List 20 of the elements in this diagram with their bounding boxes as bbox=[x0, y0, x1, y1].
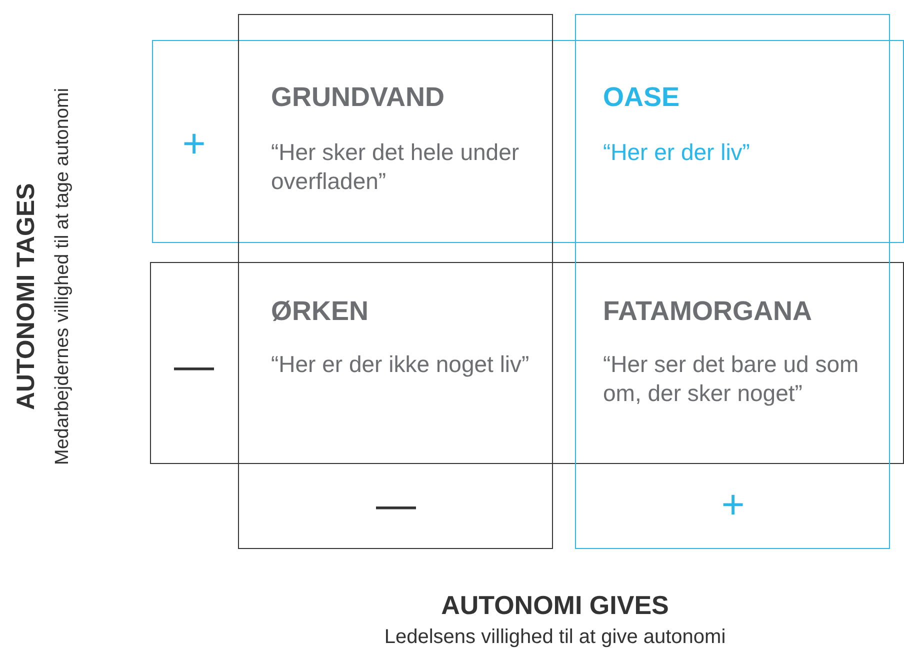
axis-subtitle: Ledelsens villighed til at give autonomi bbox=[384, 626, 726, 649]
quadrant-quote: “Her ser det bare ud som om, der sker noget” bbox=[603, 350, 860, 408]
axis-title: AUTONOMI TAGES bbox=[12, 183, 41, 410]
quadrant-quote: “Her sker det hele under overfladen” bbox=[271, 138, 520, 196]
quadrant-heading: GRUNDVAND bbox=[271, 82, 444, 113]
plus-sign: + bbox=[182, 124, 206, 164]
plus-sign: + bbox=[721, 485, 745, 525]
axis-subtitle: Medarbejdernes villighed til at tage autonomi bbox=[52, 88, 74, 465]
row-band bbox=[152, 40, 904, 243]
quadrant-heading: FATAMORGANA bbox=[603, 296, 812, 327]
quadrant-quote: “Her er der liv” bbox=[603, 138, 751, 167]
row-band bbox=[150, 262, 904, 464]
column-band bbox=[238, 14, 553, 549]
quadrant-heading: ØRKEN bbox=[271, 296, 369, 327]
quadrant-quote: “Her er der ikke noget liv” bbox=[271, 350, 530, 379]
minus-sign: — bbox=[376, 485, 416, 525]
axis-title: AUTONOMI GIVES bbox=[441, 590, 669, 621]
minus-sign: — bbox=[174, 346, 214, 386]
quadrant-heading: OASE bbox=[603, 82, 680, 113]
column-band bbox=[575, 14, 890, 549]
